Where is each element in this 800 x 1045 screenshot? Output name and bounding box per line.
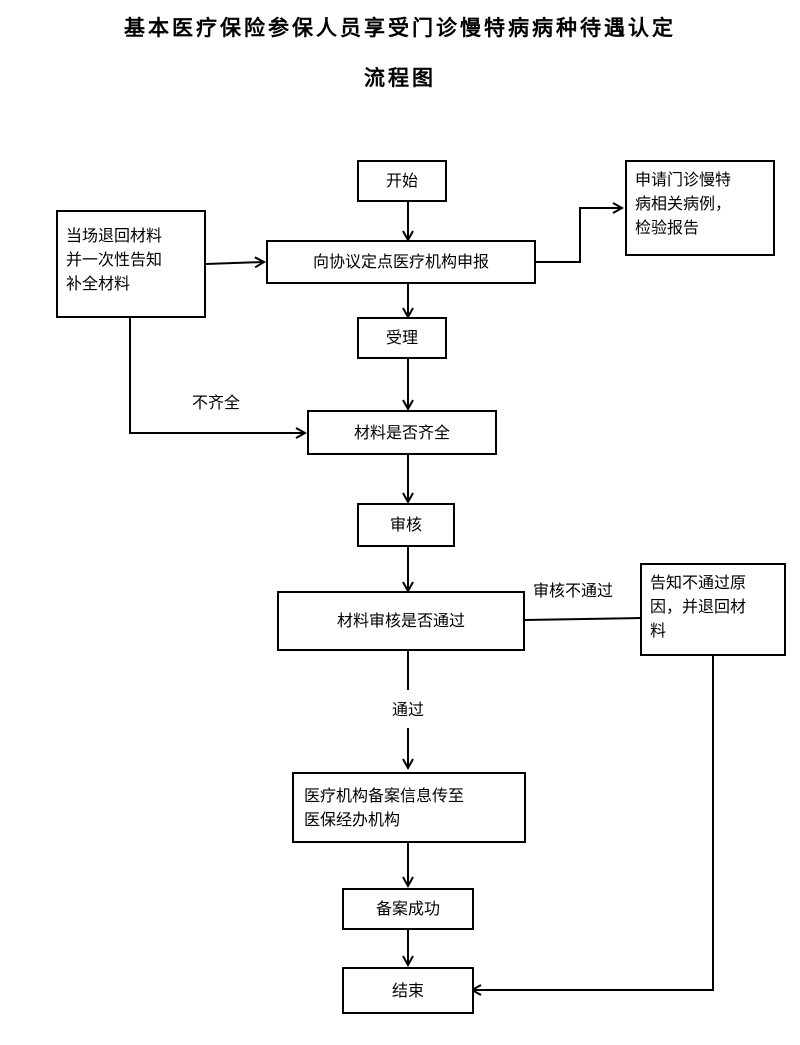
page-title: 基本医疗保险参保人员享受门诊慢特病病种待遇认定: [124, 15, 676, 40]
start-node: 开始: [357, 160, 447, 202]
arrow-return-to-apply: [205, 262, 264, 264]
review-node: 审核: [357, 503, 455, 547]
arrow-apply-to-materials: [536, 208, 622, 263]
check-complete-node: 材料是否齐全: [307, 410, 497, 455]
reject-notice-node: 告知不通过原 因，并退回材 料: [640, 563, 786, 656]
incomplete-label: 不齐全: [192, 393, 241, 412]
line-pass-check-to-reject: [524, 617, 641, 621]
record-upload-node: 医疗机构备案信息传至 医保经办机构: [292, 772, 526, 843]
end-node: 结束: [342, 967, 474, 1014]
review-fail-label: 审核不通过: [533, 581, 614, 600]
arrow-reject-to-end: [472, 656, 714, 990]
accept-node: 受理: [357, 317, 447, 359]
materials-needed-node: 申请门诊慢特 病相关病例， 检验报告: [625, 160, 775, 256]
apply-node: 向协议定点医疗机构申报: [266, 240, 536, 284]
return-materials-node: 当场退回材料 并一次性告知 补全材料: [56, 210, 206, 318]
page-subtitle: 流程图: [364, 65, 436, 90]
pass-label: 通过: [392, 700, 425, 719]
arrow-return-to-check: [129, 318, 305, 433]
record-success-node: 备案成功: [342, 888, 474, 930]
review-pass-node: 材料审核是否通过: [277, 591, 525, 651]
